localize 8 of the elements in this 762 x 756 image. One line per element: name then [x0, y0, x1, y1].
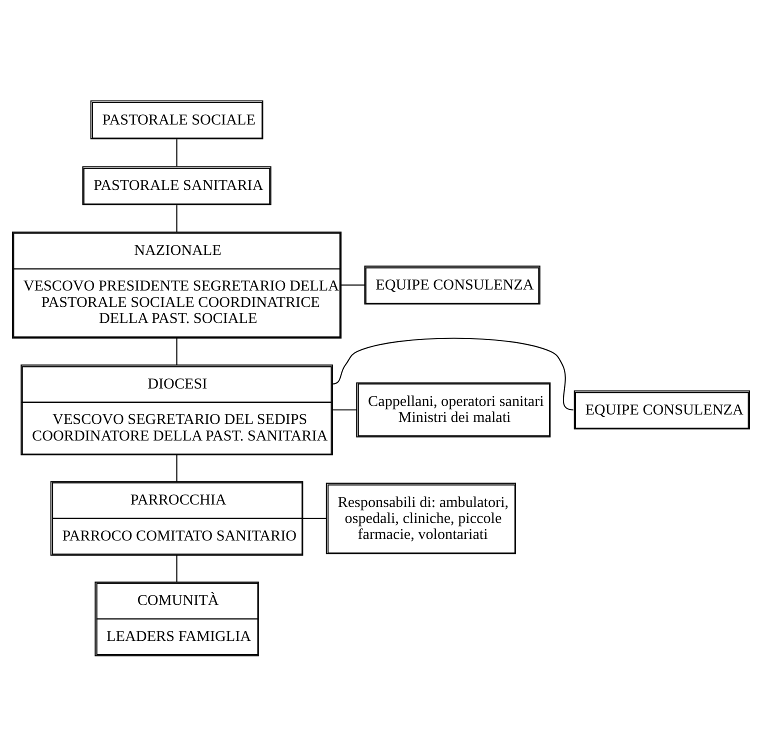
connector	[176, 555, 178, 582]
connector	[302, 518, 326, 519]
connector	[176, 139, 178, 166]
connector	[176, 338, 178, 366]
connector	[176, 454, 178, 482]
connector	[341, 284, 365, 286]
connector	[332, 409, 357, 410]
connector	[176, 205, 178, 232]
